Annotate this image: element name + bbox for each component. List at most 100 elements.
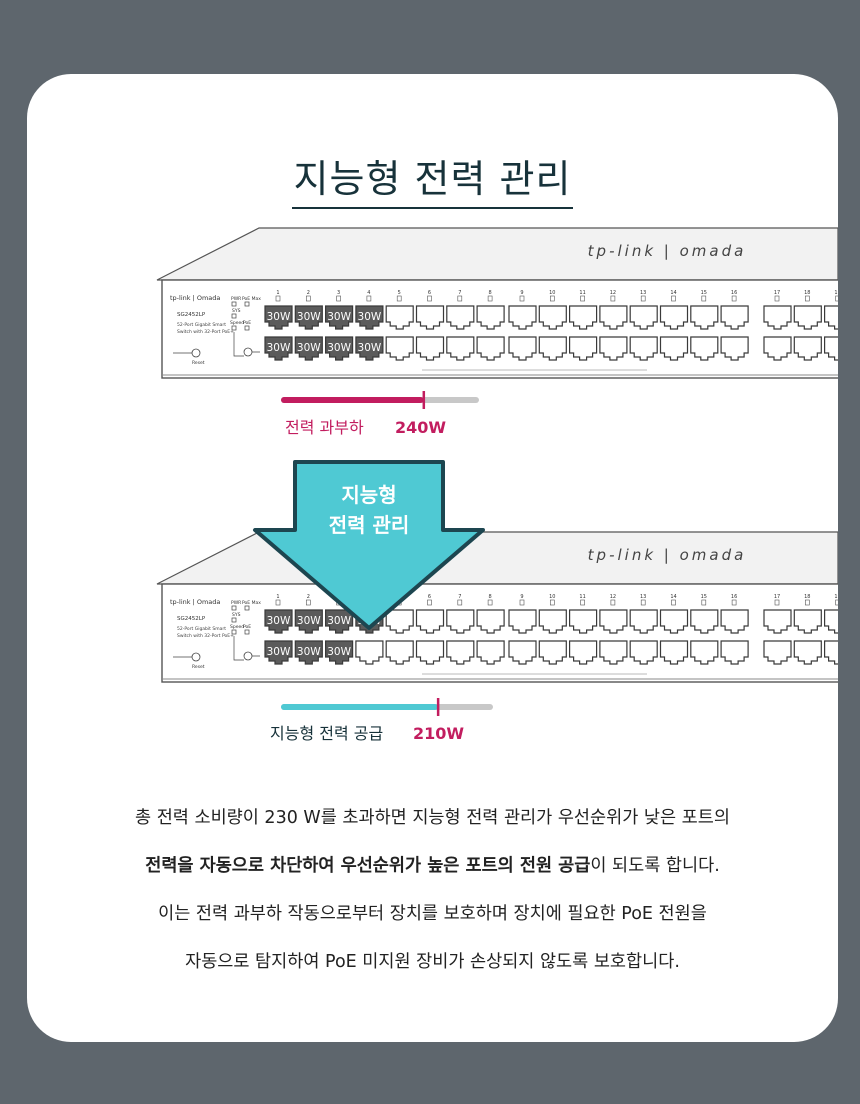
before-port-num-2: 3 — [337, 290, 340, 296]
after-port-1-18 — [824, 640, 838, 665]
description-line-4: 자동으로 탐지하여 PoE 미지원 장비가 손상되지 않도록 보호합니다. — [185, 952, 680, 972]
before-port-1-10 — [569, 336, 598, 361]
before-port-watt-1-0: 30W — [267, 342, 291, 354]
after-port-0-8 — [508, 609, 537, 634]
after-port-watt-1-1: 30W — [297, 646, 321, 658]
before-port-num-6: 7 — [458, 290, 461, 296]
before-port-1-1 — [294, 336, 323, 361]
after-port-led-9 — [549, 599, 555, 606]
after-port-num-18: 19 — [834, 594, 838, 600]
before-port-led-12 — [640, 295, 646, 302]
before-port-1-5 — [415, 336, 445, 361]
before-port-led-10 — [580, 295, 585, 302]
after-port-0-1 — [294, 609, 323, 634]
before-port-0-1 — [294, 305, 323, 330]
after-port-0-10 — [569, 609, 598, 634]
before-port-watt-0-0: 30W — [267, 311, 291, 323]
after-port-1-4 — [385, 640, 414, 665]
description-line-2: 전력을 자동으로 차단하여 우선순위가 높은 포트의 전원 공급이 되도록 합니… — [27, 842, 838, 890]
after-port-num-15: 16 — [731, 594, 737, 600]
after-port-num-5: 6 — [428, 594, 431, 600]
before-port-1-2 — [325, 336, 354, 361]
before-port-led-16 — [774, 295, 780, 302]
after-port-0-11 — [599, 609, 628, 634]
before-port-num-17: 18 — [804, 290, 810, 296]
before-port-led-15 — [731, 295, 737, 302]
after-port-num-0: 1 — [276, 594, 279, 600]
before-port-num-11: 12 — [610, 290, 616, 296]
description: 총 전력 소비량이 230 W를 초과하면 지능형 전력 관리가 우선순위가 낮… — [27, 794, 838, 986]
before-value: 240W — [395, 418, 446, 437]
after-port-num-1: 2 — [307, 594, 310, 600]
after-port-led-14 — [701, 599, 707, 606]
after-port-num-10: 11 — [579, 594, 585, 600]
after-port-0-6 — [446, 609, 475, 634]
after-port-0-14 — [690, 609, 719, 634]
before-meter — [281, 391, 479, 409]
after-port-1-7 — [476, 640, 505, 665]
before-meter-marker — [422, 391, 426, 409]
before-port-watt-1-2: 30W — [327, 342, 351, 354]
after-port-1-6 — [446, 640, 475, 665]
after-desc1: 52-Port Gigabit Smart — [177, 626, 226, 632]
before-port-0-14 — [690, 305, 719, 330]
after-port-0-13 — [659, 609, 689, 634]
after-led-0 — [231, 605, 237, 611]
after-port-1-15 — [720, 640, 749, 665]
after-led-poe: PoE — [243, 624, 251, 630]
after-port-0-2 — [325, 609, 354, 634]
before-port-num-0: 1 — [276, 290, 279, 296]
before-led-2 — [231, 313, 237, 319]
before-port-led-1 — [305, 295, 311, 302]
after-desc2: Switch with 32-Port PoE+ — [177, 633, 234, 639]
before-led-poe: PoE — [243, 320, 251, 326]
after-port-led-8 — [519, 599, 525, 606]
after-label: 지능형 전력 공급 — [270, 724, 383, 743]
before-port-0-10 — [569, 305, 598, 330]
before-brand-logo: tp-link | omada — [588, 242, 747, 260]
after-port-1-1 — [294, 640, 323, 665]
description-line-2-rest: 이 되도록 합니다. — [590, 856, 720, 876]
after-port-num-8: 9 — [520, 594, 523, 600]
after-port-0-0 — [264, 609, 293, 634]
after-meter-fill — [281, 704, 438, 710]
before-port-num-18: 19 — [834, 290, 838, 296]
before-port-num-13: 14 — [670, 290, 676, 296]
after-port-num-9: 10 — [549, 594, 555, 600]
before-led-sys: SYS — [232, 308, 241, 314]
before-port-1-3 — [355, 336, 384, 361]
before-port-num-4: 5 — [398, 290, 401, 296]
before-port-led-13 — [671, 295, 676, 302]
before-port-1-11 — [599, 336, 628, 361]
after-port-1-10 — [569, 640, 598, 665]
after-port-1-3 — [355, 640, 384, 665]
after-port-1-0 — [264, 640, 293, 665]
before-port-num-14: 15 — [701, 290, 707, 296]
before-port-num-5: 6 — [428, 290, 431, 296]
after-port-0-16 — [763, 609, 792, 634]
before-port-1-7 — [476, 336, 505, 361]
after-port-led-7 — [487, 599, 493, 606]
before-port-1-15 — [720, 336, 749, 361]
before-port-num-12: 13 — [640, 290, 646, 296]
before-port-led-4 — [396, 295, 402, 302]
before-model: SG2452LP — [177, 312, 206, 318]
after-led-speed: Speed — [230, 624, 244, 630]
after-port-led-12 — [640, 599, 646, 606]
before-port-1-14 — [690, 336, 719, 361]
before-port-0-16 — [763, 305, 792, 330]
before-desc1: 52-Port Gigabit Smart — [177, 322, 226, 328]
arrow-shape — [253, 460, 485, 630]
after-port-led-17 — [804, 599, 810, 606]
before-port-0-11 — [599, 305, 628, 330]
after-led-4 — [244, 629, 250, 635]
before-led-pwr: PWR — [231, 296, 241, 302]
before-port-led-7 — [487, 295, 493, 302]
before-port-1-16 — [763, 336, 792, 361]
page-title: 지능형 전력 관리 — [27, 148, 838, 209]
after-port-1-5 — [415, 640, 445, 665]
before-port-num-10: 11 — [579, 290, 585, 296]
after-port-0-4 — [385, 609, 414, 634]
before-port-led-9 — [549, 295, 555, 302]
